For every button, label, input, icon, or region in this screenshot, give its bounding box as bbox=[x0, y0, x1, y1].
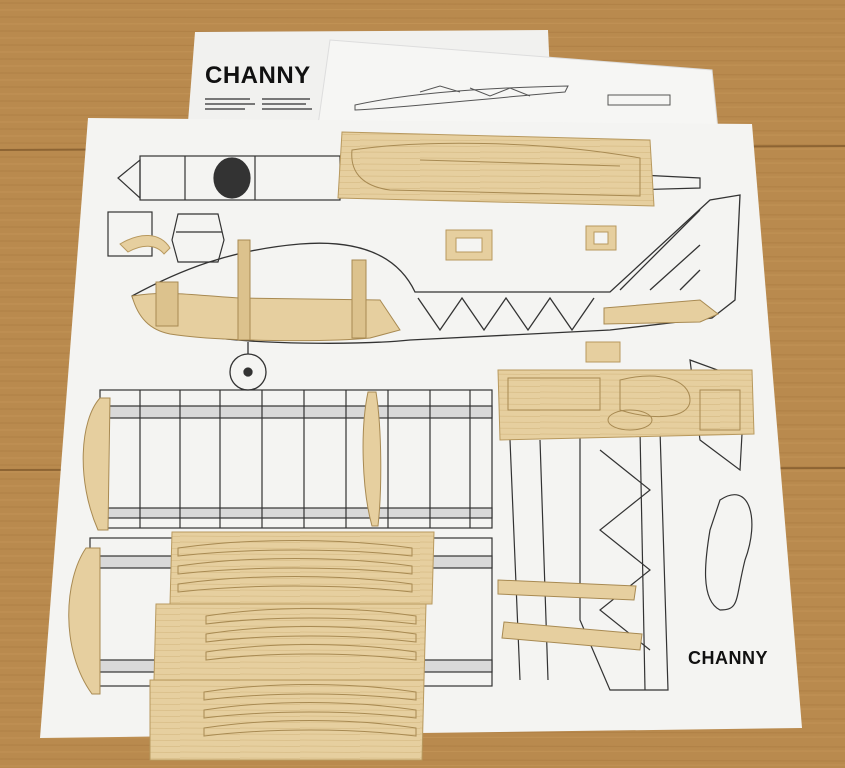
balsa-strip bbox=[501, 621, 643, 651]
instruction-text-block bbox=[205, 98, 312, 110]
balsa-small-parts bbox=[119, 225, 621, 363]
balsa-sheet-fuselage-sides bbox=[337, 131, 655, 207]
balsa-rib-sheet-1 bbox=[169, 531, 435, 605]
plan-title-main: CHANNY bbox=[688, 648, 769, 668]
balsa-sheet-formers bbox=[497, 369, 755, 441]
fuselage-side-drawing-top bbox=[354, 85, 671, 111]
balsa-tip-rib bbox=[362, 391, 382, 527]
balsa-rib-sheet-2 bbox=[153, 603, 427, 681]
plan-title-top: CHANNY bbox=[205, 62, 311, 89]
balsa-wingtip-lower bbox=[68, 547, 101, 695]
balsa-wingtip-upper bbox=[82, 397, 111, 531]
balsa-rib-sheet-3 bbox=[149, 679, 425, 761]
balsa-fuselage-assembly bbox=[131, 239, 719, 342]
balsa-strip bbox=[497, 579, 637, 601]
former-detail-drawings bbox=[107, 211, 225, 263]
